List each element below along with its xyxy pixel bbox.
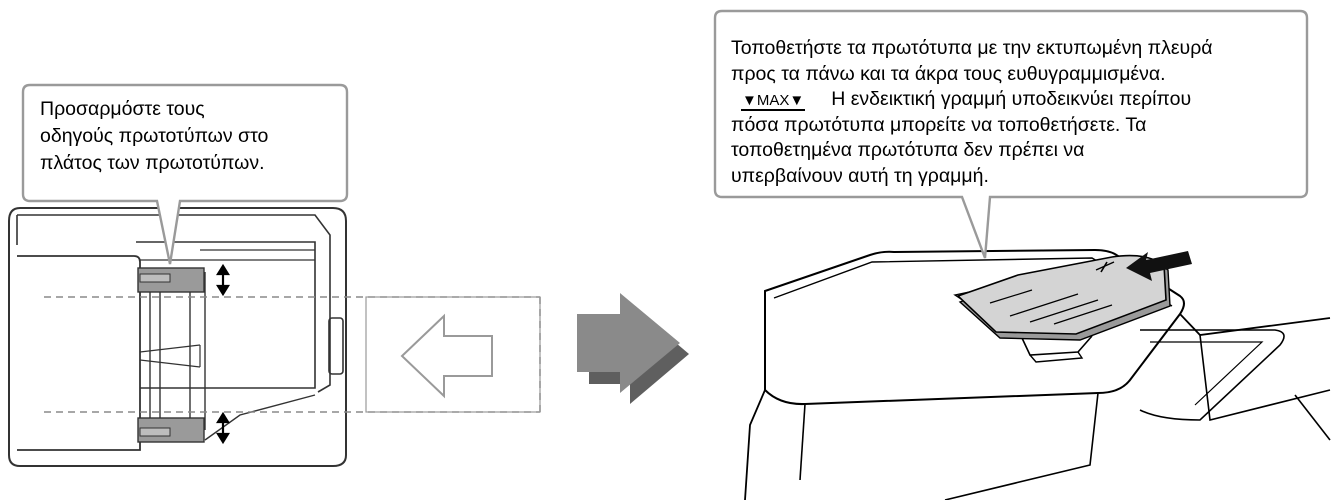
double-arrow-icon: [216, 263, 230, 445]
callout-line: Τοποθετήστε τα πρωτότυπα με την εκτυπωμέ…: [731, 37, 1213, 59]
feeder-side-tab: [328, 317, 344, 375]
callout-line: τοποθετημένα πρωτότυπα δεν πρέπει να: [731, 139, 1085, 161]
feeder-lid-edge: [17, 214, 331, 393]
tray-outline: [136, 241, 316, 389]
feed-arrow-icon: [1126, 251, 1192, 281]
max-indicator-mark: ▼MAX▼: [741, 92, 806, 111]
originals-stack: [956, 254, 1171, 341]
exit-tray: [1139, 329, 1285, 421]
right-callout-box: [713, 9, 1309, 259]
left-callout-box: [21, 83, 349, 265]
feeder-left-block: [17, 255, 141, 451]
right-callout-text: Τοποθετήστε τα πρωτότυπα με την εκτυπωμέ…: [731, 36, 1213, 189]
callout-line: Η ενδεικτική γραμμή υποδεικνύει περίπου: [831, 88, 1192, 110]
feeder-top-view: [8, 207, 347, 467]
left-callout-text: Προσαρμόστε τους οδηγούς πρωτοτύπων στο …: [40, 98, 269, 174]
original-guides: [137, 267, 205, 443]
original-paper-area: [365, 296, 541, 413]
callout-line: προς τα πάνω και τα άκρα τους ευθυγραμμι…: [731, 62, 1166, 85]
callout-line: υπερβαίνουν αυτή τη γραμμή.: [731, 164, 989, 187]
left-arrow-icon: [400, 313, 493, 399]
callout-line: πόσα πρωτότυπα μπορείτε να τοποθετήσετε.…: [731, 113, 1147, 136]
right-arrow-icon: [577, 293, 689, 404]
